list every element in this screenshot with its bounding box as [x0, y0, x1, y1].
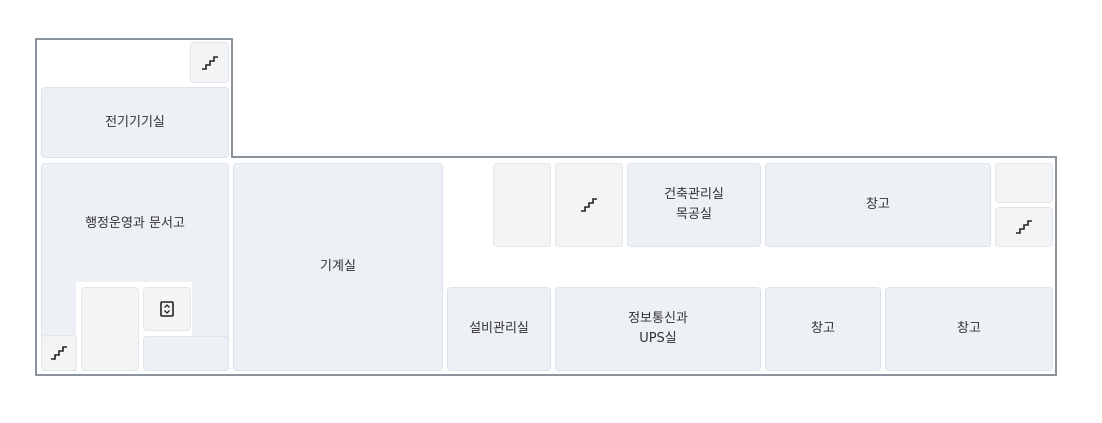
room-storage-bottom-2[interactable]: 창고	[885, 287, 1053, 371]
room-label: 창고	[811, 321, 835, 336]
room-label: 창고	[866, 197, 890, 212]
room-building-mgmt[interactable]: 건축관리실 목공실	[627, 163, 761, 247]
room-label: 기계실	[320, 259, 356, 274]
room-blank-right[interactable]	[995, 163, 1053, 203]
room-label: 정보통신과 UPS실	[628, 311, 688, 346]
room-admin-archive-lower[interactable]	[143, 336, 229, 371]
room-ict-ups[interactable]: 정보통신과 UPS실	[555, 287, 761, 371]
room-storage-top[interactable]: 창고	[765, 163, 991, 247]
elevator-icon	[160, 301, 174, 317]
stairs-right[interactable]	[995, 207, 1053, 247]
stairs-bottom-left[interactable]	[41, 335, 77, 371]
room-storage-bottom-1[interactable]: 창고	[765, 287, 881, 371]
room-label: 건축관리실 목공실	[664, 187, 724, 222]
room-label: 행정운영과 문서고	[85, 216, 185, 231]
stairs-mid[interactable]	[555, 163, 623, 247]
stairs-icon	[201, 55, 218, 70]
room-blank-mid[interactable]	[493, 163, 551, 247]
stairs-icon	[581, 198, 597, 212]
stairs-icon	[1016, 220, 1032, 234]
stairs-icon	[51, 346, 67, 360]
room-label: 설비관리실	[469, 321, 529, 336]
room-machine[interactable]: 기계실	[233, 163, 443, 371]
room-blank-left[interactable]	[81, 287, 139, 371]
room-label: 전기기기실	[105, 114, 165, 130]
room-electrical[interactable]: 전기기기실	[41, 87, 229, 158]
elevator[interactable]	[143, 287, 191, 331]
room-facility-mgmt[interactable]: 설비관리실	[447, 287, 551, 371]
room-label: 창고	[957, 321, 981, 336]
stairs-top-left[interactable]	[190, 42, 229, 83]
